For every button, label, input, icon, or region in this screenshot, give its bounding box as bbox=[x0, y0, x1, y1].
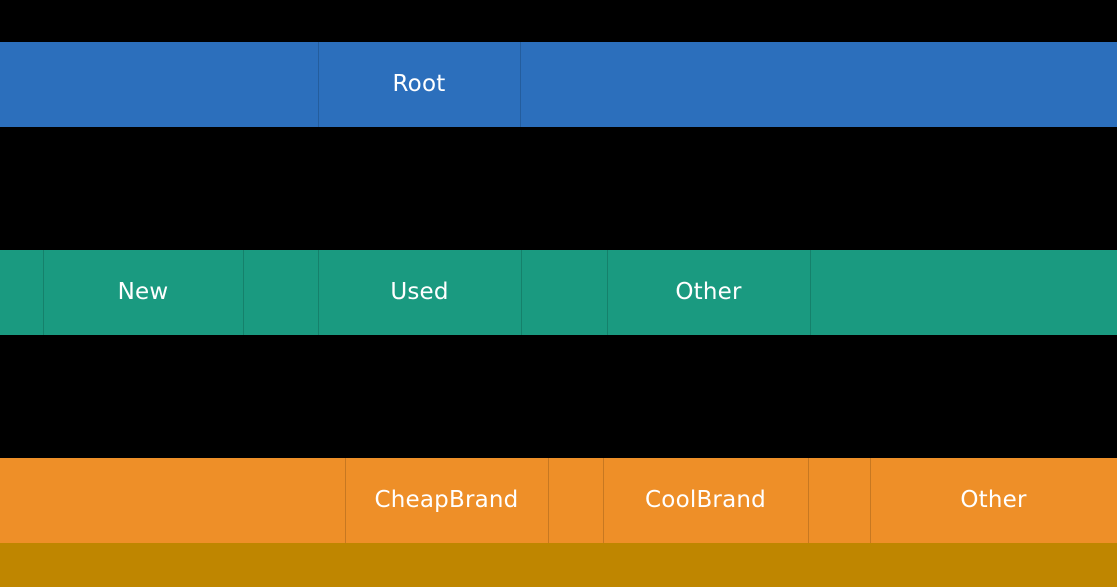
icicle-node-unlabeled[interactable] bbox=[521, 250, 607, 335]
icicle-node-root[interactable]: Root bbox=[318, 42, 520, 127]
icicle-node-label: CheapBrand bbox=[374, 487, 519, 513]
icicle-node-label: Other bbox=[960, 487, 1027, 513]
icicle-node-used[interactable]: Used bbox=[318, 250, 521, 335]
icicle-node-unlabeled[interactable] bbox=[0, 250, 43, 335]
icicle-level-root-level: Root bbox=[0, 42, 1117, 127]
icicle-node-unlabeled[interactable] bbox=[0, 42, 318, 127]
icicle-node-other[interactable]: Other bbox=[607, 250, 810, 335]
icicle-node-cheapbrand[interactable]: CheapBrand bbox=[345, 458, 548, 543]
icicle-node-label: New bbox=[117, 279, 169, 305]
icicle-node-label: Other bbox=[675, 279, 742, 305]
icicle-node-coolbrand[interactable]: CoolBrand bbox=[603, 458, 808, 543]
icicle-node-unlabeled[interactable] bbox=[0, 458, 345, 543]
icicle-node-unlabeled[interactable] bbox=[810, 250, 1117, 335]
icicle-node-label: Used bbox=[390, 279, 449, 305]
icicle-level-leaf-level bbox=[0, 543, 1117, 587]
icicle-node-label: CoolBrand bbox=[645, 487, 766, 513]
icicle-node-other[interactable]: Other bbox=[870, 458, 1117, 543]
icicle-level-condition-level: New Used Other bbox=[0, 250, 1117, 335]
icicle-node-unlabeled[interactable] bbox=[808, 458, 870, 543]
icicle-node-unlabeled[interactable] bbox=[243, 250, 318, 335]
icicle-level-brand-level: CheapBrand CoolBrand Other bbox=[0, 458, 1117, 543]
icicle-node-unlabeled[interactable] bbox=[548, 458, 603, 543]
icicle-node-unlabeled[interactable] bbox=[520, 42, 1117, 127]
icicle-node-unlabeled[interactable] bbox=[0, 543, 1117, 587]
icicle-node-new[interactable]: New bbox=[43, 250, 243, 335]
icicle-node-label: Root bbox=[392, 71, 446, 97]
